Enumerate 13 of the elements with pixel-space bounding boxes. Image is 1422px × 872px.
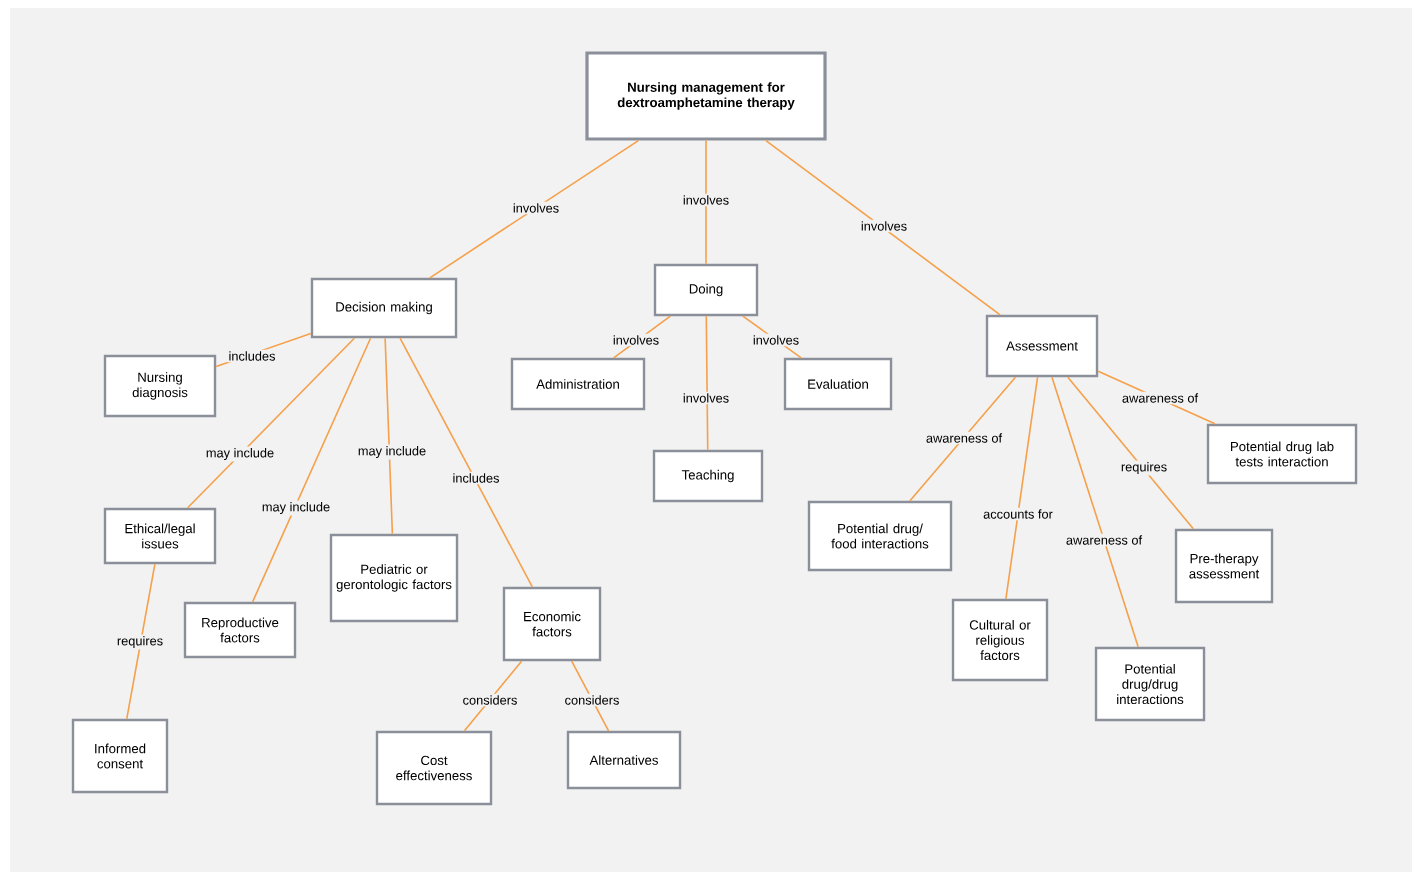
connector-line — [765, 139, 1001, 316]
connector-line — [399, 337, 534, 588]
connector-line — [705, 139, 707, 265]
connector-line — [909, 376, 1017, 502]
connector-line — [429, 139, 640, 279]
connector-line — [125, 563, 156, 720]
connector-line — [705, 315, 709, 451]
connector-line — [1067, 376, 1195, 530]
connector-line — [186, 337, 356, 509]
connector-line — [1051, 376, 1139, 648]
connector-line — [384, 337, 394, 535]
connector-line — [1005, 376, 1039, 600]
connector-line — [251, 337, 372, 603]
